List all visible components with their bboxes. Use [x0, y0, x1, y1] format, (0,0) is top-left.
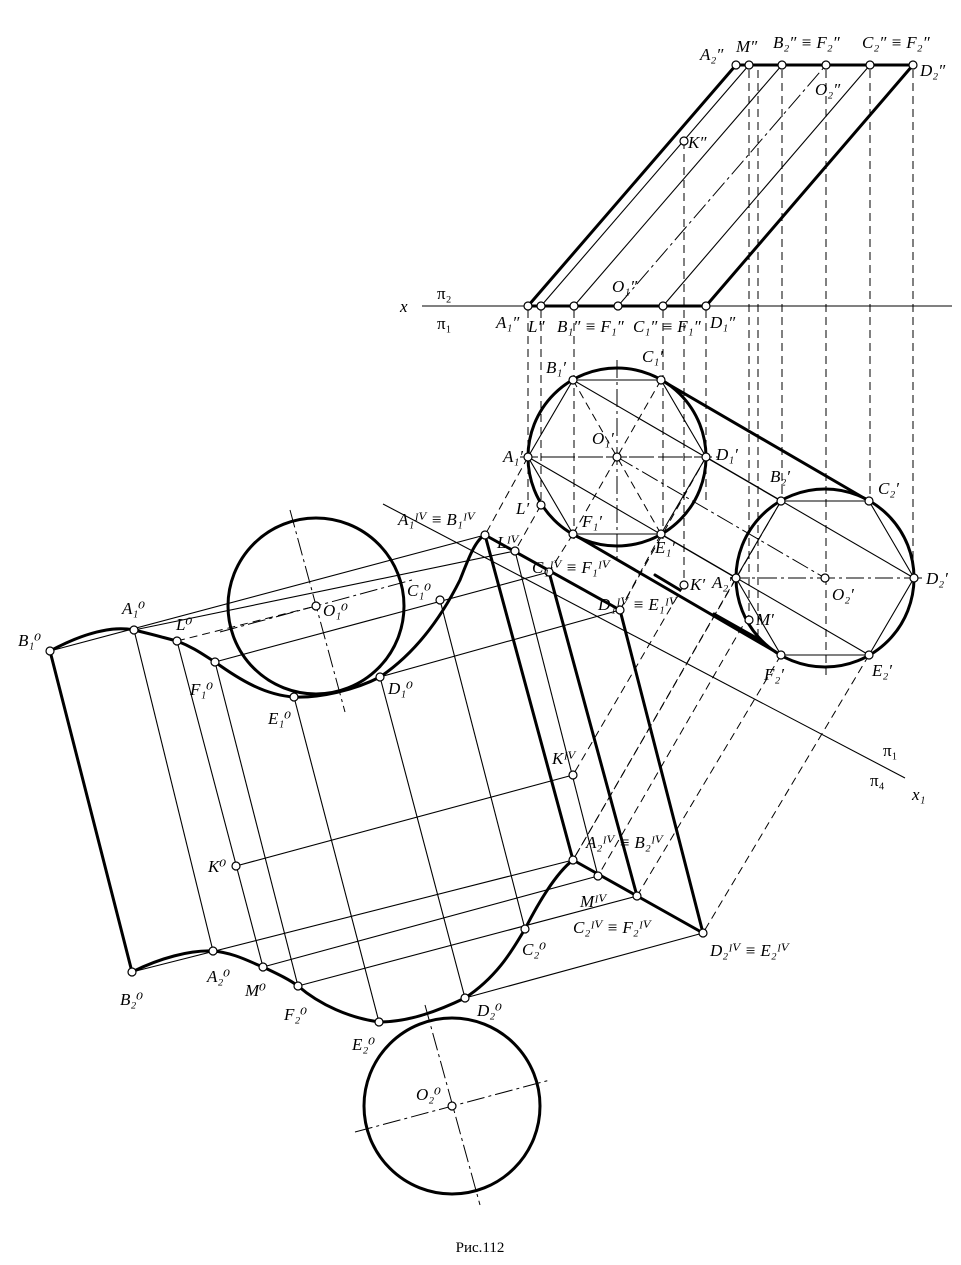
label-F1p: F₁′: [581, 512, 602, 531]
label-B2F2pp: B₂″ ≡ F₂″: [773, 33, 841, 52]
label-A20: A₂⁰: [206, 967, 230, 986]
auxiliary-projection: [483, 456, 870, 935]
label-D1p: D₁′: [715, 445, 738, 464]
label-M0: M⁰: [244, 981, 266, 1000]
label-E1p: E₁′: [654, 538, 675, 557]
label-D1E1iv: D₁ᴵⱽ ≡ E₁ᴵⱽ: [597, 595, 678, 614]
label-C10: C₁⁰: [407, 581, 431, 600]
label-C1F1iv: C₁ᴵⱽ ≡ F₁ᴵⱽ: [532, 558, 611, 577]
label-D2pp: D₂″: [919, 61, 946, 80]
label-C1F1pp: C₁″ ≡ F₁″: [633, 317, 702, 336]
label-A1pp: A₁″: [495, 313, 520, 332]
label-Lp: L′: [515, 499, 529, 518]
label-E20: E₂⁰: [351, 1035, 375, 1054]
axis-pi2-label: π₂: [437, 284, 452, 303]
label-C1p: C₁′: [642, 347, 663, 366]
points: [45, 60, 919, 1111]
label-E2p: E₂′: [871, 661, 892, 680]
axis-x-label: x: [399, 297, 408, 316]
label-C2F2pp: C₂″ ≡ F₂″: [862, 33, 931, 52]
label-Mpp: M″: [735, 37, 758, 56]
axis-pi1-label: π₁: [437, 314, 452, 333]
label-A2B2iv: A₂ᴵⱽ ≡ B₂ᴵⱽ: [585, 833, 664, 852]
label-A10: A₁⁰: [121, 599, 145, 618]
label-Kpp: K″: [687, 133, 707, 152]
label-C20: C₂⁰: [522, 940, 546, 959]
label-A1B1iv: A₁ᴵⱽ ≡ B₁ᴵⱽ: [397, 510, 476, 529]
label-B1F1pp: B₁″ ≡ F₁″: [557, 317, 625, 336]
label-Lpp: L″: [527, 317, 545, 336]
label-O10: O₁⁰: [323, 601, 348, 620]
label-Liv: Lᴵⱽ: [496, 533, 520, 552]
label-E10: E₁⁰: [267, 709, 291, 728]
label-O1pp: O₁″: [612, 277, 638, 296]
label-O20: O₂⁰: [416, 1085, 441, 1104]
label-B2p: B₂′: [770, 467, 790, 486]
label-D10: D₁⁰: [387, 679, 413, 698]
label-K0: K⁰: [207, 857, 226, 876]
label-B1p: B₁′: [546, 358, 566, 377]
label-C2F2iv: C₂ᴵⱽ ≡ F₂ᴵⱽ: [573, 918, 652, 937]
label-F20: F₂⁰: [283, 1005, 307, 1024]
label-A2p: A₂′: [711, 573, 732, 592]
label-O2p: O₂′: [832, 585, 854, 604]
label-D1pp: D₁″: [709, 313, 736, 332]
label-Kiv: Kᴵⱽ: [551, 749, 577, 768]
label-L0: L⁰: [175, 615, 192, 634]
label-F10: F₁⁰: [189, 680, 213, 699]
label-A1p: A₁′: [502, 447, 523, 466]
axis-pi1b-label: π₁: [883, 741, 898, 760]
point-labels: A₂″ M″ B₂″ ≡ F₂″ C₂″ ≡ F₂″ D₂″ O₂″ K″ O₁…: [18, 33, 948, 1104]
axis-pi4-label: π₄: [870, 771, 885, 790]
label-Kp: K′: [689, 575, 705, 594]
axis-x1-pi1-pi4: [382, 503, 906, 779]
label-A2pp: A₂″: [699, 45, 724, 64]
label-D20: D₂⁰: [476, 1001, 502, 1020]
label-B20: B₂⁰: [120, 990, 143, 1009]
label-O2pp: O₂″: [815, 80, 841, 99]
development: [48, 509, 704, 1206]
label-C2p: C₂′: [878, 479, 899, 498]
figure-caption: Рис.112: [456, 1240, 505, 1256]
label-D2E2iv: D₂ᴵⱽ ≡ E₂ᴵⱽ: [709, 941, 790, 960]
label-Mp: M′: [755, 610, 774, 629]
label-B10: B₁⁰: [18, 631, 41, 650]
axis-x1-label: x₁: [911, 785, 925, 804]
label-O1p: O₁′: [592, 429, 614, 448]
label-Miv: Mᴵⱽ: [579, 892, 608, 911]
label-D2p: D₂′: [925, 569, 948, 588]
label-F2p: F₂′: [763, 665, 784, 684]
